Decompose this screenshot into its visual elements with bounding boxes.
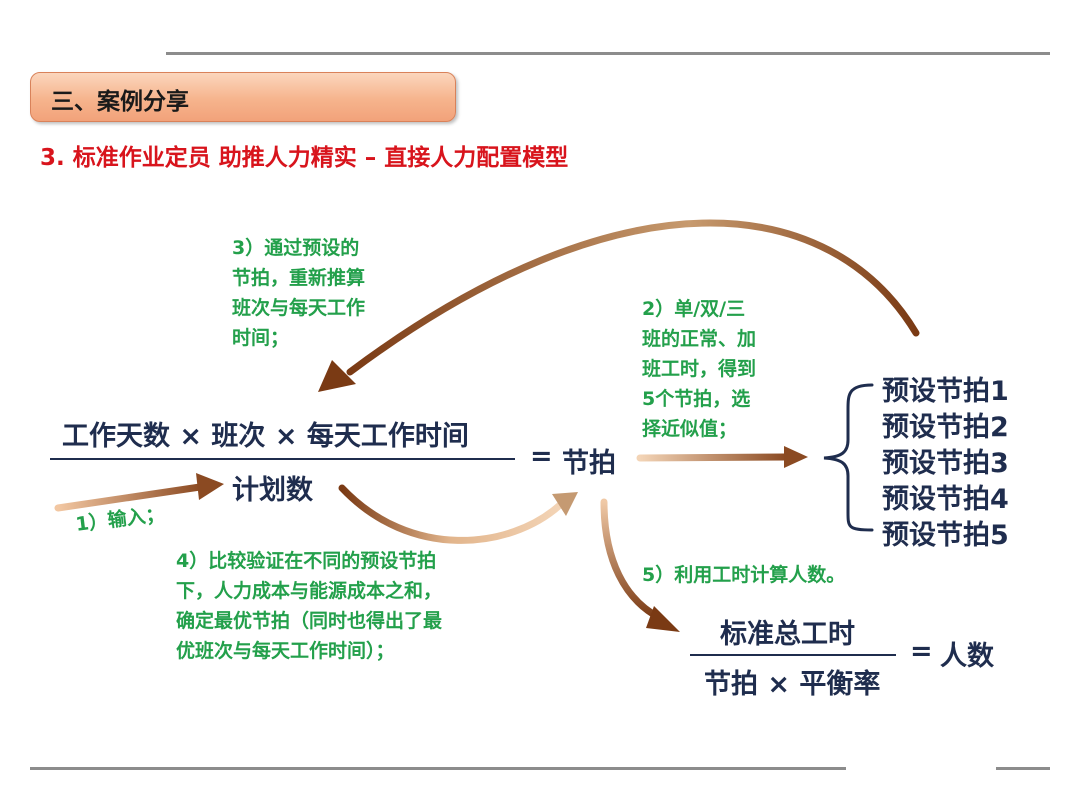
step5-note: 5）利用工时计算人数。	[642, 564, 846, 586]
input-arrowhead	[196, 473, 224, 500]
step2-line: 2）单/双/三	[642, 298, 746, 320]
headcount-arrowhead	[646, 606, 680, 632]
headcount-equals: =	[910, 636, 933, 667]
headcount-fraction-bar	[690, 654, 896, 656]
step3-line: 班次与每天工作	[232, 297, 366, 319]
step3-line: 3）通过预设的	[232, 237, 360, 259]
headcount-numerator: 标准总工时	[720, 619, 855, 650]
formula-result-takt: 节拍	[562, 448, 616, 479]
step4-line: 确定最优节拍（同时也得出了最	[176, 610, 443, 632]
verify-arc-arrow	[338, 484, 564, 544]
feedback-arc-arrow	[346, 219, 920, 376]
preset-arrowhead	[784, 446, 808, 468]
headcount-denominator: 节拍 × 平衡率	[704, 669, 881, 700]
step2-line: 择近似值；	[642, 418, 738, 440]
formula-equals: =	[530, 441, 553, 472]
step2-line: 班工时，得到	[642, 358, 757, 380]
feedback-arc-arrowhead	[318, 360, 356, 392]
page-subtitle: 3. 标准作业定员 助推人力精实 – 直接人力配置模型	[40, 145, 569, 171]
step2-line: 5个节拍，选	[642, 388, 751, 410]
preset-takt-3: 预设节拍3	[882, 448, 1009, 479]
preset-arrow	[636, 453, 790, 462]
step2-line: 班的正常、加	[642, 328, 757, 350]
headcount-result: 人数	[940, 641, 994, 672]
step4-note: 4）比较验证在不同的预设节拍 下，人力成本与能源成本之和， 确定最优节拍（同时也…	[176, 546, 442, 666]
formula-numerator: 工作天数 × 班次 × 每天工作时间	[62, 421, 469, 452]
section-tab: 三、案例分享	[30, 72, 456, 122]
preset-takt-5: 预设节拍5	[882, 520, 1009, 551]
section-label: 三、案例分享	[51, 89, 189, 115]
input-arrow	[54, 483, 204, 512]
preset-takt-4: 预设节拍4	[882, 484, 1009, 515]
step3-line: 节拍，重新推算	[232, 267, 366, 289]
preset-takt-2: 预设节拍2	[882, 412, 1009, 443]
formula-fraction-bar	[50, 458, 515, 460]
step3-line: 时间；	[232, 327, 290, 349]
bottom-rule-right	[996, 767, 1050, 770]
preset-brace	[823, 383, 874, 532]
verify-arc-arrowhead	[552, 492, 578, 516]
step4-line: 下，人力成本与能源成本之和，	[176, 580, 443, 602]
preset-takt-1: 预设节拍1	[882, 376, 1009, 407]
headcount-arrow	[600, 498, 664, 622]
formula-denominator: 计划数	[232, 475, 313, 506]
step3-note: 3）通过预设的 节拍，重新推算 班次与每天工作 时间；	[232, 233, 365, 353]
bottom-rule-left	[30, 767, 846, 770]
top-rule	[166, 52, 1050, 55]
step4-line: 优班次与每天工作时间）；	[176, 640, 395, 662]
step2-note: 2）单/双/三 班的正常、加 班工时，得到 5个节拍，选 择近似值；	[642, 294, 756, 444]
step4-line: 4）比较验证在不同的预设节拍	[176, 550, 437, 572]
